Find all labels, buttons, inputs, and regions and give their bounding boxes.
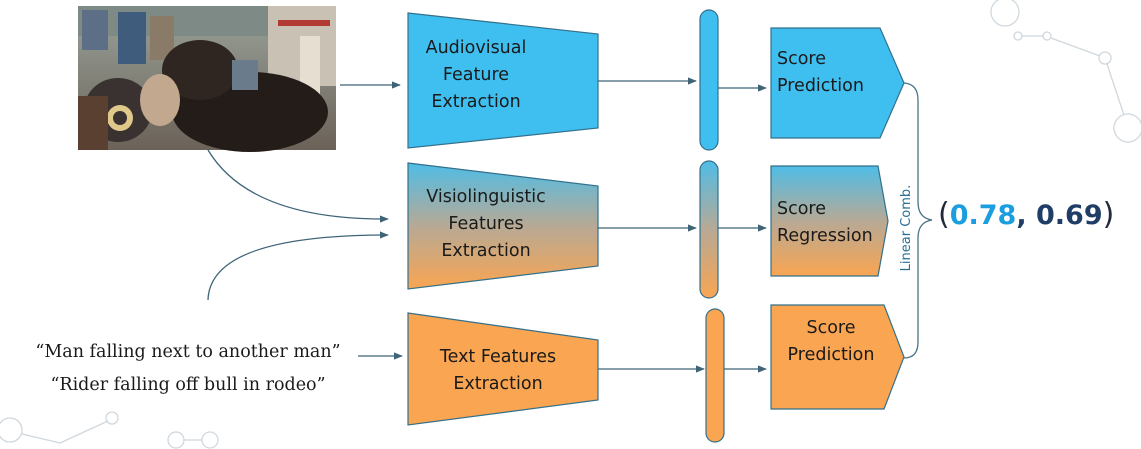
linear-comb-label: Linear Comb. [899,185,914,272]
result-open-paren: ( [938,197,950,232]
embedding-visiolinguistic [699,160,719,299]
result-separator: , [1016,200,1036,231]
embedding-text [705,308,725,443]
extractor-audiovisual-line-3: Extraction [431,92,520,112]
embedding-pills [699,9,725,443]
head-score-prediction-2: Score Prediction [770,304,905,410]
caption-2: “Rider falling off bull in rodeo” [50,375,325,395]
network-decoration-bottom-left [0,411,219,449]
input-connectors [207,81,403,360]
head-3-line-2: Prediction [788,345,875,365]
rodeo-photo [78,6,336,152]
extractor-visiolinguistic: Visiolinguistic Features Extraction [407,162,599,290]
head-1-line-1: Score [777,49,826,69]
extractor-text-line-2: Extraction [453,374,542,394]
head-score-prediction-1: Score Prediction [770,27,905,139]
head-1-line-2: Prediction [777,76,864,96]
extractor-visiolinguistic-line-1: Visiolinguistic [426,187,545,207]
embedding-audiovisual [699,9,719,151]
linear-combination-bracket: Linear Comb. [899,82,933,359]
result-value-b: 0.69 [1036,200,1103,231]
extractor-audiovisual-line-2: Feature [443,65,509,85]
extractor-visiolinguistic-line-3: Extraction [441,241,530,261]
network-decoration-top-right [990,0,1141,143]
head-score-regression: Score Regression [770,165,889,277]
extractor-audiovisual-line-1: Audiovisual [426,38,527,58]
head-2-line-2: Regression [777,226,873,246]
caption-1: “Man falling next to another man” [35,342,340,362]
embedding-to-head-connectors [718,84,767,373]
extractor-audiovisual: Audiovisual Feature Extraction [407,12,599,149]
extractor-text-line-1: Text Features [439,347,556,367]
extractor-to-embedding-connectors [598,77,705,373]
result-value-a: 0.78 [950,200,1017,231]
result-tuple: (0.78, 0.69) [938,197,1114,232]
extractor-visiolinguistic-line-2: Features [448,214,523,234]
result-close-paren: ) [1103,197,1115,232]
head-3-line-1: Score [806,318,855,338]
head-2-line-1: Score [777,199,826,219]
extractor-text: Text Features Extraction [407,312,599,426]
